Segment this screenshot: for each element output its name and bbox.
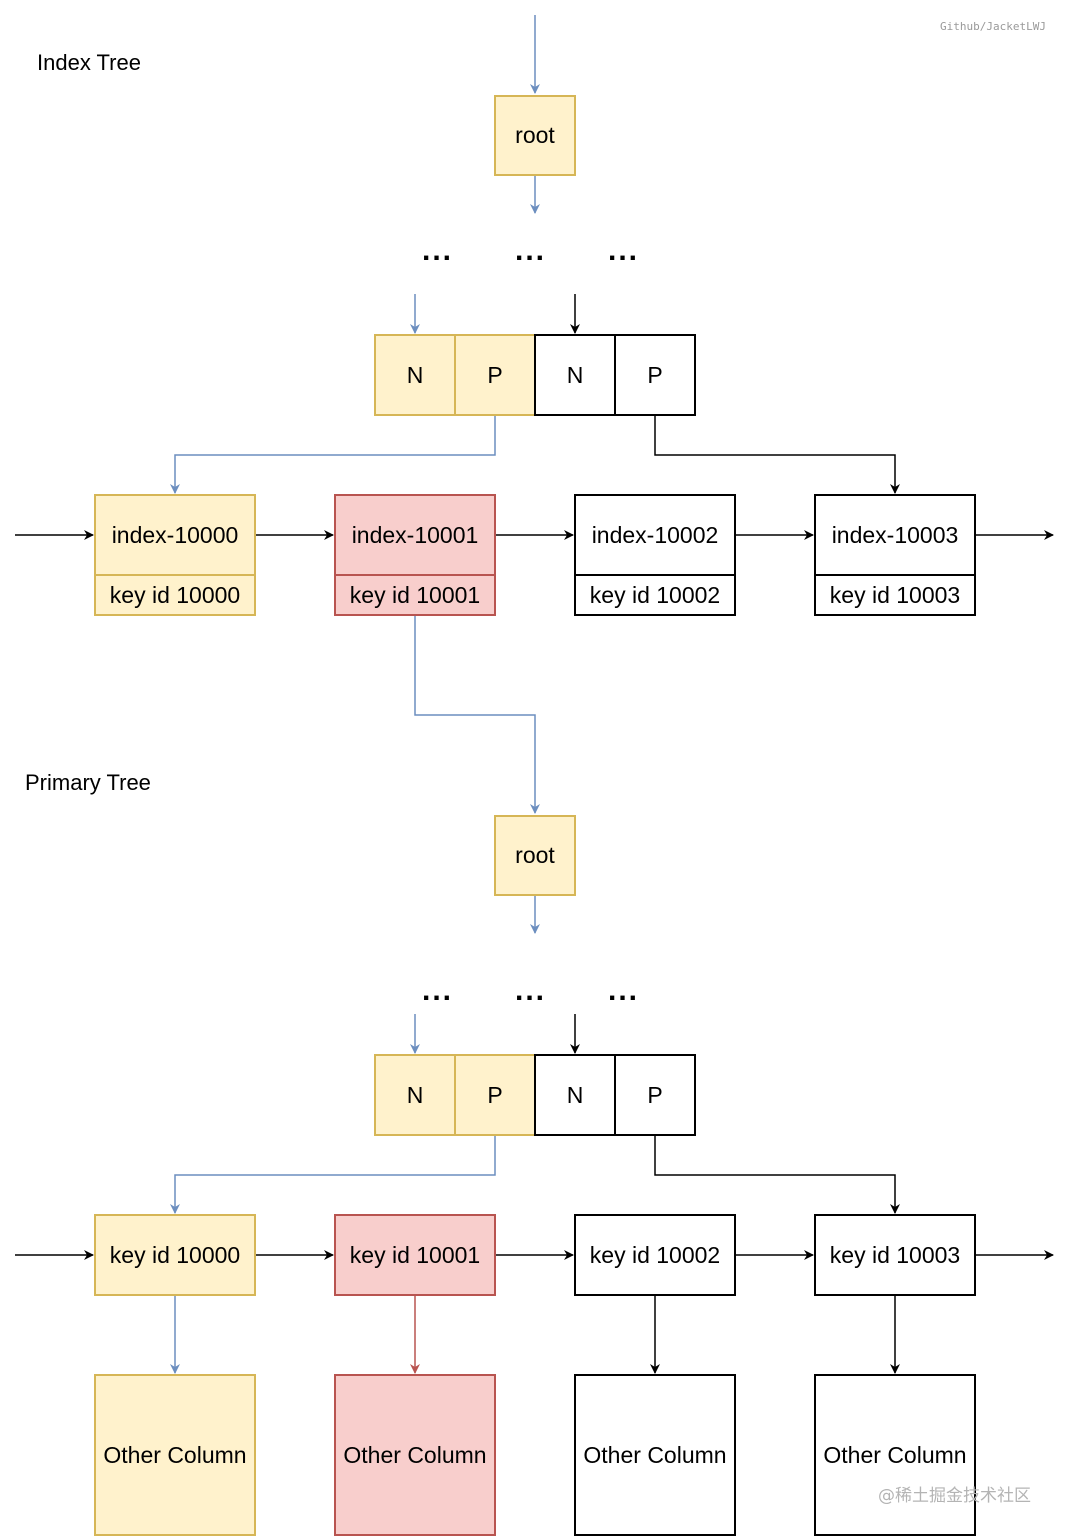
- index-pointer-cell-p1: P: [454, 334, 536, 416]
- index-leaf-entry-target: index-10001: [334, 494, 496, 576]
- row-other-column: Other Column: [94, 1374, 256, 1536]
- primary-leaf-key: key id 10000: [94, 1214, 256, 1296]
- arrow-index-p1-to-leaf0: [170, 415, 496, 494]
- primary-tree-title: Primary Tree: [25, 770, 151, 795]
- index-leaf-key-target: key id 10001: [334, 574, 496, 616]
- index-pointer-cell-n2: N: [534, 334, 616, 416]
- primary-leaf-key-target: key id 10001: [334, 1214, 496, 1296]
- index-leaf-entry: index-10003: [814, 494, 976, 576]
- arrow-primary-p2-to-leaf3: [654, 1135, 900, 1214]
- arrow-lookup-to-primary-root: [414, 615, 540, 814]
- arrow-index-p2-to-leaf3: [654, 415, 900, 494]
- row-other-column-target: Other Column: [334, 1374, 496, 1536]
- primary-ellipsis-2: ...: [515, 974, 547, 1007]
- primary-ellipsis-1: ...: [422, 974, 454, 1007]
- index-ellipsis-2: ...: [515, 234, 547, 267]
- primary-ellipsis-3: ...: [608, 974, 640, 1007]
- index-leaf-key: key id 10002: [574, 574, 736, 616]
- index-pointer-cell-n1: N: [374, 334, 456, 416]
- row-other-column: Other Column: [574, 1374, 736, 1536]
- index-leaf-entry: index-10002: [574, 494, 736, 576]
- index-ellipsis-1: ...: [422, 234, 454, 267]
- primary-pointer-cell-n2: N: [534, 1054, 616, 1136]
- index-ellipsis-3: ...: [608, 234, 640, 267]
- primary-pointer-cell-p1: P: [454, 1054, 536, 1136]
- index-leaf-key: key id 10000: [94, 574, 256, 616]
- arrow-primary-p1-to-leaf0: [170, 1135, 496, 1214]
- primary-pointer-cell-p2: P: [614, 1054, 696, 1136]
- watermark-text: @稀土掘金技术社区: [878, 1486, 1031, 1506]
- index-pointer-cell-p2: P: [614, 334, 696, 416]
- primary-leaf-key: key id 10003: [814, 1214, 976, 1296]
- credit-text: Github/JacketLWJ: [940, 20, 1046, 33]
- index-leaf-entry: index-10000: [94, 494, 256, 576]
- index-tree-title: Index Tree: [37, 50, 141, 75]
- index-root-node: root: [494, 95, 576, 176]
- row-other-column: Other Column: [814, 1374, 976, 1536]
- primary-pointer-cell-n1: N: [374, 1054, 456, 1136]
- primary-leaf-key: key id 10002: [574, 1214, 736, 1296]
- index-leaf-key: key id 10003: [814, 574, 976, 616]
- primary-root-node: root: [494, 815, 576, 896]
